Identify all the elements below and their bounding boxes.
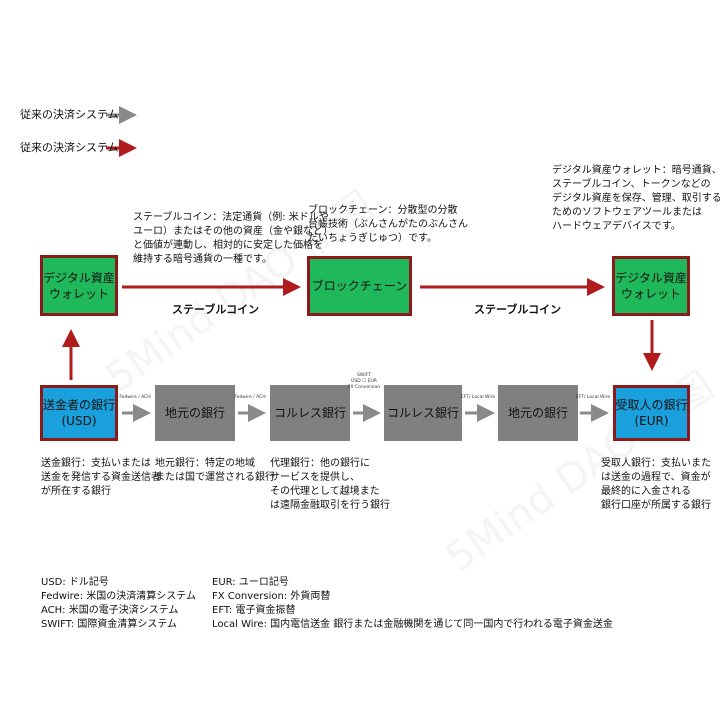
legend-red-label: 従来の決済システム	[20, 141, 119, 154]
local-bank-description: 地元銀行：特定の地域 または国で運営される銀行	[155, 458, 275, 483]
glossary-item: EUR: ユーロ記号	[212, 577, 289, 588]
blockchain-box: ブロックチェーン	[307, 256, 412, 316]
glossary-item: EFT: 電子資金振替	[212, 605, 296, 616]
arrow-label-fedwire-1: Fedwire / ACH	[119, 395, 151, 400]
glossary-item: FX Conversion: 外貨両替	[212, 591, 331, 602]
glossary-item: SWIFT: 国際資金清算システム	[41, 619, 178, 630]
legend-gray-label: 従来の決済システム	[20, 108, 119, 121]
recipient-bank-box: 受取人の銀行 (EUR)	[613, 385, 690, 441]
sender-bank-box: 送金者の銀行 (USD)	[40, 385, 118, 441]
wallet-left-box: デジタル資産 ウォレット	[40, 255, 118, 316]
glossary-item: ACH: 米国の電子決済システム	[41, 605, 179, 616]
stablecoin-arrow-label-left: ステーブルコイン	[172, 303, 260, 316]
glossary-item: Local Wire: 国内電信送金 銀行または金融機関を通じて同一国内で行われ…	[212, 619, 613, 630]
wallet-right-box: デジタル資産 ウォレット	[612, 256, 690, 316]
wallet-description: デジタル資産ウォレット：暗号通貨、 ステーブルコイン、トークンなどの デジタル資…	[552, 165, 720, 232]
stablecoin-description: ステーブルコイン：法定通貨（例: 米ドルや ユーロ）またはその他の資産（金や銀な…	[133, 212, 333, 265]
glossary-left: USD: ドル記号 Fedwire: 米国の決済清算システム ACH: 米国の電…	[41, 576, 196, 632]
local-bank-box-1: 地元の銀行	[155, 385, 235, 441]
blockchain-description: ブロックチェーン：分散型の分散 台帳技術（ぶんさんがたのぶんさん だいちょうぎじ…	[308, 205, 468, 244]
arrow-label-swift: SWIFT USD ☐ EUR FX Conversion	[347, 373, 381, 390]
stablecoin-arrow-label-right: ステーブルコイン	[474, 303, 562, 316]
arrow-label-eft-1: EFT/ Local Wire	[460, 395, 496, 400]
glossary-item: Fedwire: 米国の決済清算システム	[41, 591, 196, 602]
correspondent-bank-box-2: コルレス銀行	[384, 385, 462, 441]
correspondent-bank-description: 代理銀行：他の銀行に サービスを提供し、 その代理として越境また は遠隔金融取引…	[270, 458, 390, 511]
local-bank-box-2: 地元の銀行	[498, 385, 578, 441]
recipient-bank-description: 受取人銀行：支払いまた は送金の過程で、資金が 最終的に入金される 銀行口座が所…	[601, 458, 711, 511]
arrow-label-fedwire-2: Fedwire / ACH	[234, 395, 266, 400]
glossary-item: USD: ドル記号	[41, 577, 109, 588]
correspondent-bank-box-1: コルレス銀行	[270, 385, 350, 441]
glossary-right: EUR: ユーロ記号 FX Conversion: 外貨両替 EFT: 電子資金…	[212, 576, 613, 632]
arrow-label-eft-2: EFT/ Local Wire	[575, 395, 611, 400]
sender-bank-description: 送金銀行：支払いまたは 送金を発信する資金送信者 が所在する銀行	[41, 458, 161, 497]
